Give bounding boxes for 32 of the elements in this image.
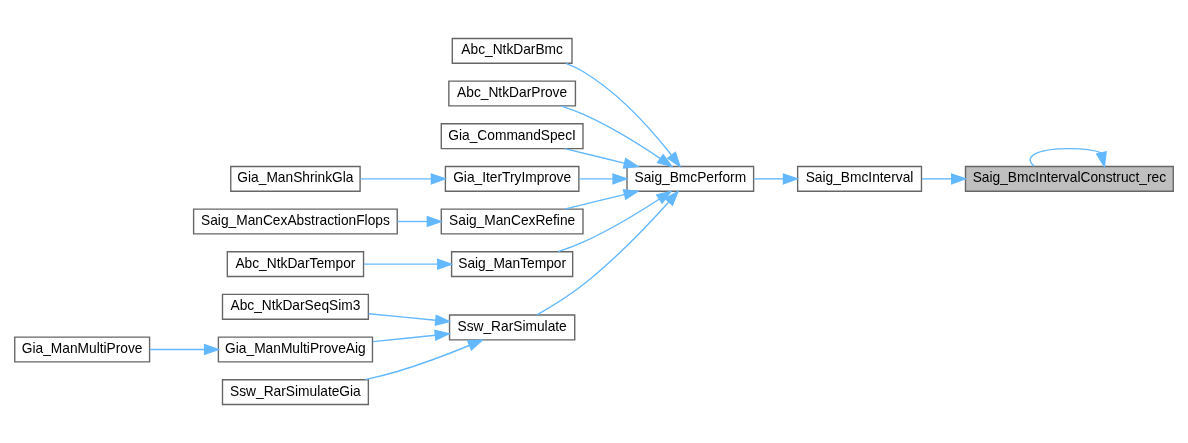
- arrow: [149, 343, 221, 356]
- arrow: [560, 105, 674, 168]
- node-box: Saig_ManCexAbstractionFlops: [192, 208, 398, 235]
- node-box: Gia_IterTryImprove: [444, 165, 580, 192]
- arrow: [396, 215, 444, 228]
- node-box: Abc_NtkDarBmc: [451, 37, 573, 64]
- node-box: Gia_CommandSpecI: [440, 123, 584, 150]
- node-box: Saig_BmcIntervalConstruct_rec: [964, 165, 1174, 192]
- arrow: [921, 173, 968, 185]
- arrow: [359, 173, 448, 185]
- arrow: [363, 258, 454, 270]
- arrow: [753, 173, 800, 185]
- arrow: [557, 190, 673, 253]
- node-box: Ssw_RarSimulateGia: [221, 379, 370, 406]
- arrow: [367, 313, 452, 326]
- node-box: Gia_ManMultiProveAig: [217, 336, 374, 363]
- node-box: Saig_BmcInterval: [796, 165, 923, 192]
- arrow: [578, 173, 629, 185]
- arrow: [565, 62, 682, 168]
- node-box: Saig_ManCexRefine: [440, 208, 584, 235]
- arrow: [536, 190, 680, 316]
- node-box: Abc_NtkDarSeqSim3: [221, 293, 370, 320]
- node-box: Gia_ManShrinkGla: [230, 165, 361, 192]
- node-box: Abc_NtkDarProve: [448, 80, 577, 107]
- node-box: Gia_ManMultiProve: [14, 336, 151, 363]
- arrow: [372, 329, 452, 343]
- node-box: Saig_ManTempor: [450, 251, 574, 278]
- node-box: Saig_BmcPerform: [626, 165, 755, 192]
- arrow: [364, 339, 485, 381]
- arrow: [1029, 147, 1107, 169]
- node-box: Abc_NtkDarTempor: [226, 251, 365, 278]
- node-box: Ssw_RarSimulate: [448, 314, 576, 341]
